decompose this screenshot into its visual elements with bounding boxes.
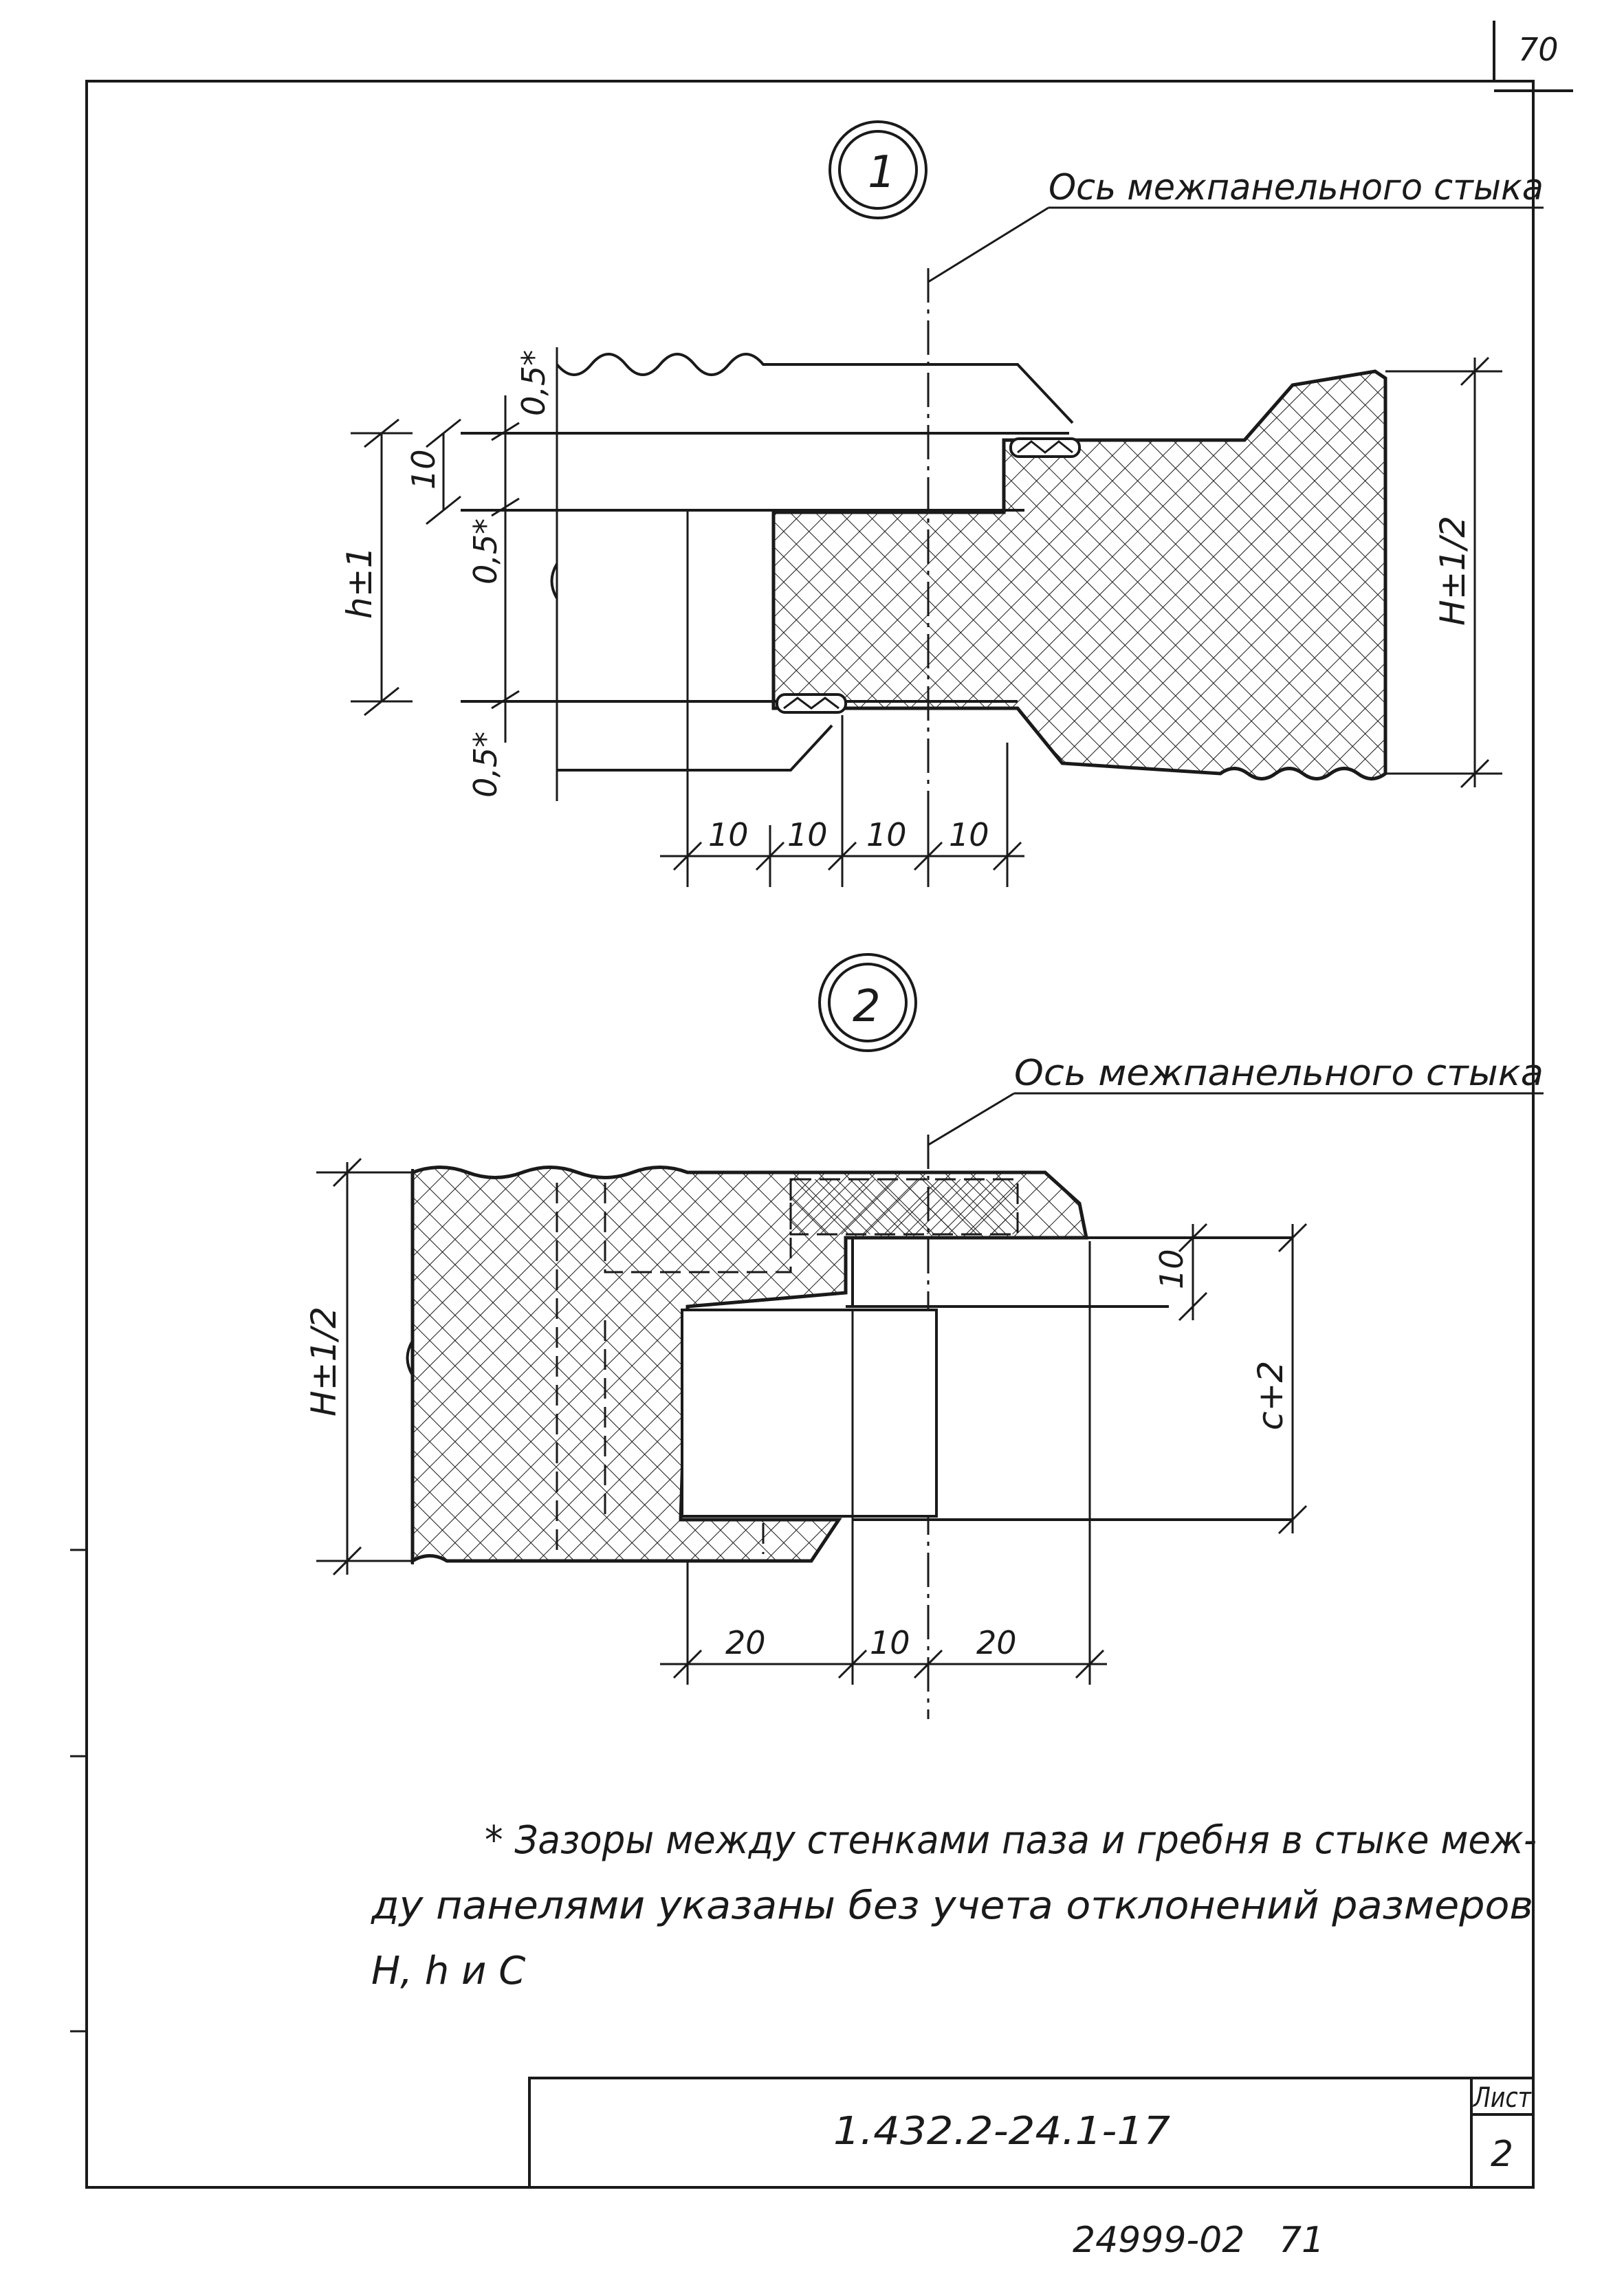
detail-1-dim-H: H±1/2 — [1433, 516, 1473, 626]
detail-1-dim-gap-top: 0,5* — [515, 350, 552, 416]
detail-2-dim-bottom-3: 20 — [976, 1624, 1017, 1661]
detail-2-hatched-panel — [410, 1166, 1089, 1564]
detail-2-dashed-core — [556, 1178, 1019, 1554]
detail-1-dim-gap-middle: 0,5* — [467, 518, 504, 584]
detail-1-dim-bottom-1: 10 — [708, 816, 749, 853]
detail-2-number: 2 — [853, 981, 881, 1032]
detail-2-dim-10-vertical: 10 — [1153, 1249, 1190, 1289]
detail-1-dimension-lines — [351, 356, 1502, 887]
detail-2-dim-H: H±1/2 — [304, 1307, 344, 1417]
detail-2-dimension-lines — [316, 1157, 1308, 1679]
detail-2-axis-leader — [928, 1092, 1544, 1146]
detail-1-axis-label: Ось межпанельного стыка — [1049, 167, 1544, 208]
detail-2-inner-cavity — [681, 1309, 938, 1518]
detail-1-dim-h: h±1 — [340, 547, 380, 619]
detail-1-dim-bottom-2: 10 — [787, 816, 828, 853]
note-line-3: H, h и C — [371, 1949, 525, 1993]
page-number-top: 70 — [1518, 31, 1559, 68]
note-line-1: * Зазоры между стенками паза и гребня в … — [485, 1818, 1537, 1863]
detail-1-dim-gap-bottom: 0,5* — [467, 732, 504, 798]
detail-1-hatched-panel — [771, 369, 1387, 780]
detail-2-callout: 2 — [818, 953, 917, 1052]
detail-2-dim-bottom-2: 10 — [870, 1624, 910, 1661]
detail-1-gasket — [776, 437, 1081, 714]
title-block-sheet-number: 2 — [1491, 2134, 1513, 2175]
detail-1-axis-leader — [928, 206, 1544, 283]
page-number-bottom: 24999-02 71 — [1073, 2220, 1324, 2261]
detail-1-dim-bottom-3: 10 — [866, 816, 907, 853]
note-line-2: ду панелями указаны без учета отклонений… — [371, 1883, 1533, 1928]
detail-1-dim-bottom-4: 10 — [949, 816, 989, 853]
detail-1-dim-10-vertical: 10 — [405, 449, 442, 490]
detail-1-callout: 1 — [829, 120, 928, 219]
title-block-code: 1.432.2-24.1-17 — [833, 2109, 1170, 2154]
detail-2-lines — [406, 1169, 1293, 1685]
detail-2-axis-label: Ось межпанельного стыка — [1014, 1053, 1544, 1094]
detail-2-dim-c: c+2 — [1251, 1361, 1291, 1430]
detail-1-number: 1 — [868, 147, 896, 198]
title-block — [528, 2077, 1535, 2189]
title-block-sheet-label: Лист — [1472, 2082, 1532, 2114]
detail-2-dim-bottom-1: 20 — [725, 1624, 766, 1661]
